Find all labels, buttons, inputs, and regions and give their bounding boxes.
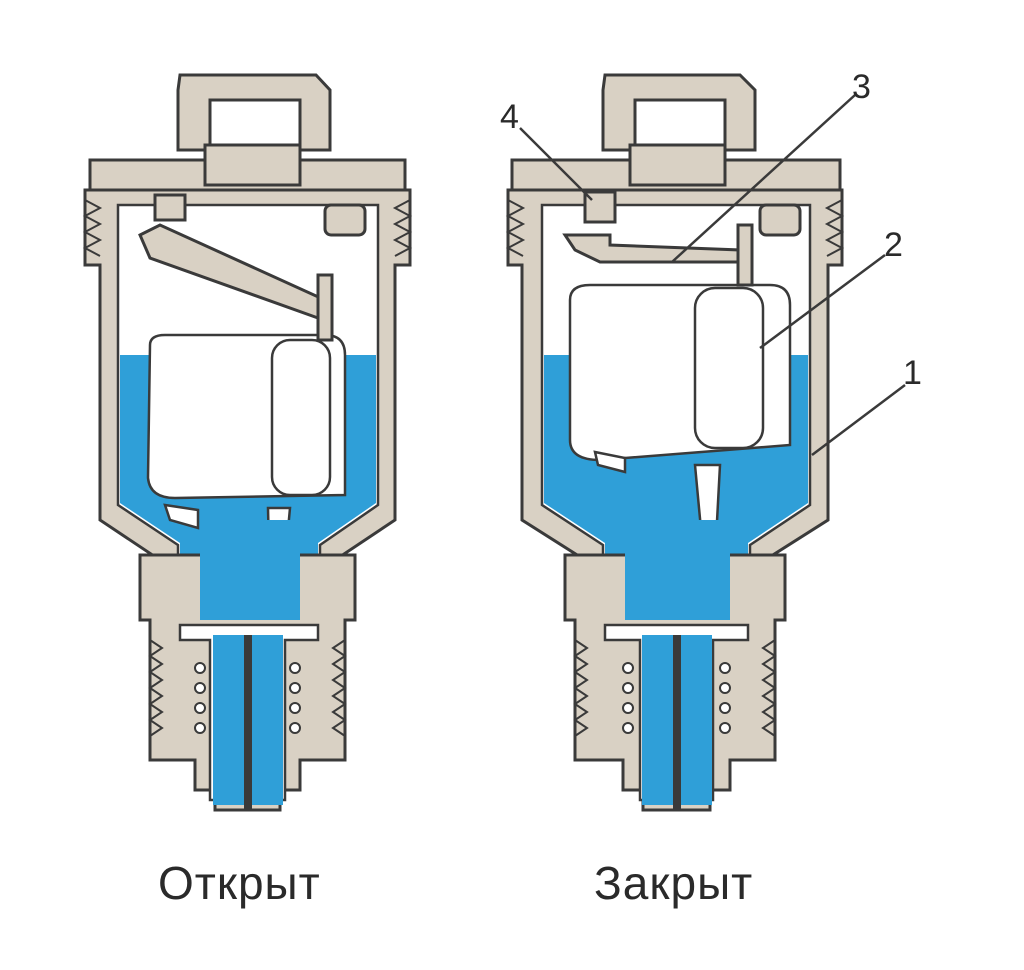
spring-open: [194, 662, 301, 734]
lever-pin-closed: [736, 223, 754, 287]
leader-2: [759, 253, 886, 350]
lever-pin-open: [316, 273, 334, 342]
vent-port-closed: [758, 203, 802, 237]
caption-open: Открыт: [158, 857, 321, 909]
float-core-closed: [693, 286, 765, 450]
cap-handle-open: [176, 73, 332, 152]
valve-closed: 4 3 2 1: [500, 68, 922, 812]
leader-1: [811, 384, 906, 456]
cap-neck-closed: [628, 143, 727, 187]
deflector-closed: [593, 450, 627, 474]
stem-closed: [673, 635, 681, 810]
cap-handle-closed: [601, 73, 757, 152]
spring-closed: [622, 662, 731, 734]
cap-neck-open: [203, 143, 302, 187]
fitting-threads-closed: [573, 639, 777, 737]
leader-4: [519, 127, 593, 201]
seat-open: [153, 193, 187, 222]
label-3: 3: [852, 68, 871, 106]
deflector-open: [163, 503, 200, 530]
valve-open: [82, 73, 413, 812]
water-neck-open: [200, 520, 300, 620]
cap-threads-open: [82, 199, 413, 257]
vent-port-open: [323, 203, 367, 237]
float-core-open: [270, 338, 332, 497]
label-4: 4: [500, 98, 519, 136]
water-neck-closed: [625, 520, 730, 620]
leader-3: [671, 94, 856, 263]
stem-open: [244, 635, 252, 810]
label-2: 2: [884, 226, 903, 264]
caption-closed: Закрыт: [594, 857, 754, 909]
fitting-threads-open: [148, 639, 347, 737]
cap-threads-closed: [505, 199, 845, 257]
label-1: 1: [903, 354, 922, 392]
